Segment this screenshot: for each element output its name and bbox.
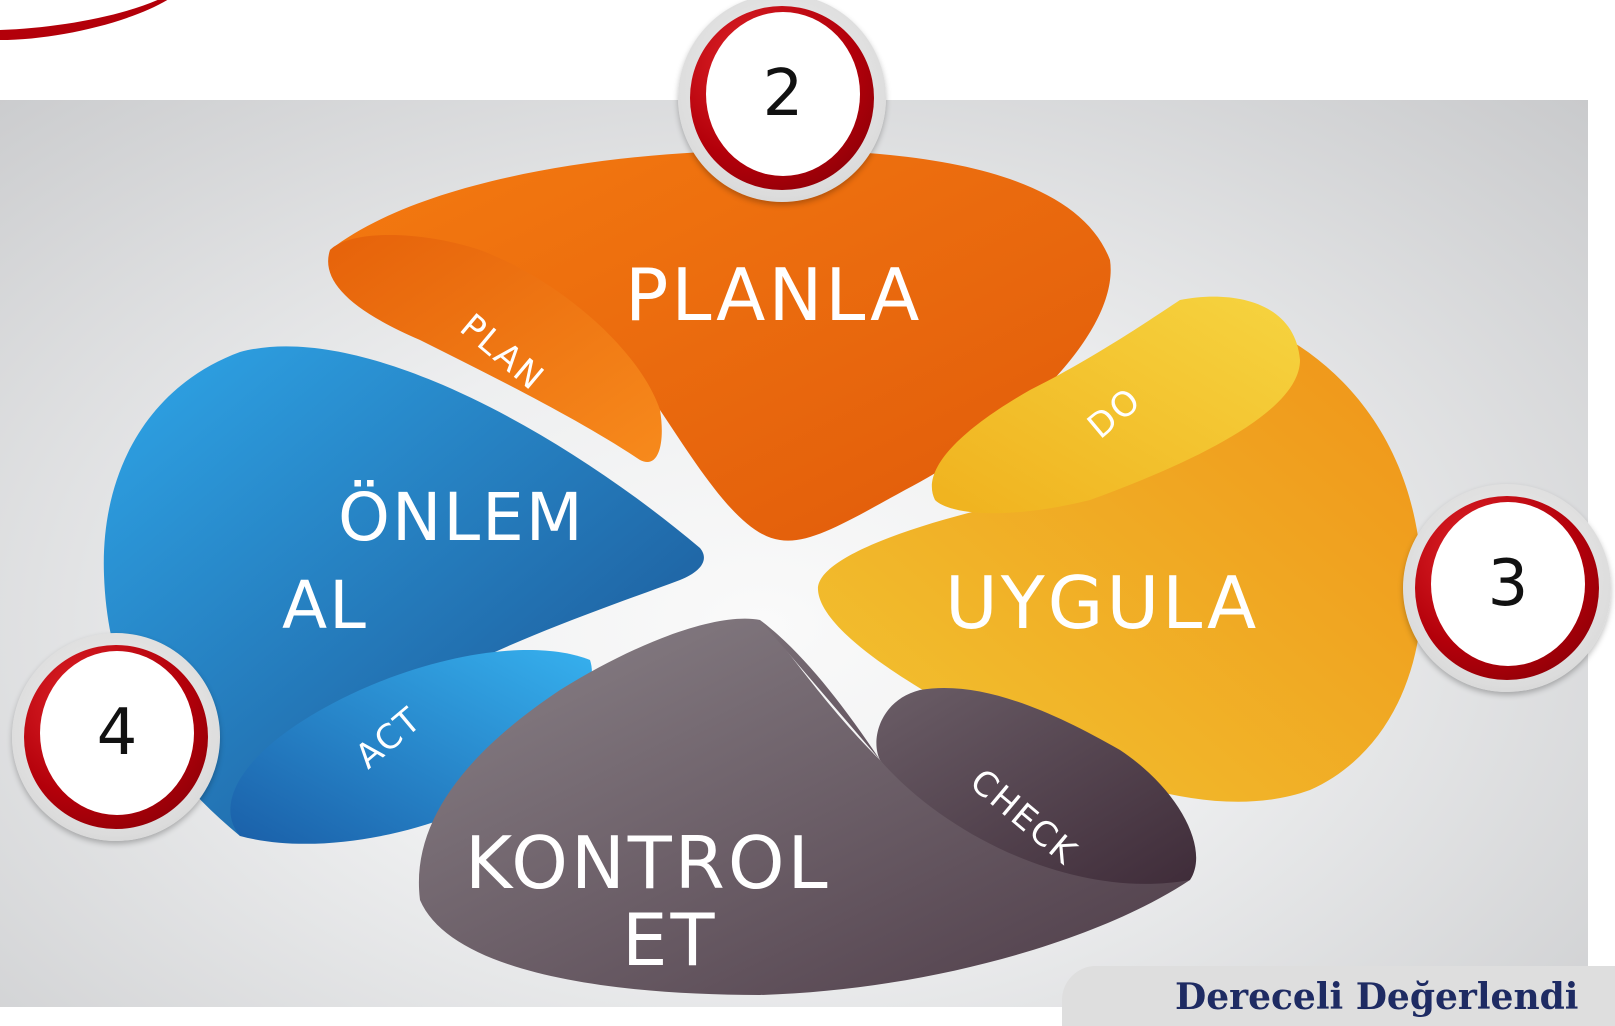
step-badge-2: 2 (678, 0, 886, 202)
plan-title: PLANLA (625, 253, 922, 337)
step-badge-4-number: 4 (96, 696, 138, 770)
petal-act: ÖNLEM AL ACT (103, 346, 704, 844)
check-title-line2: ET (622, 898, 717, 982)
petal-do: UYGULA DO (817, 296, 1423, 802)
step-badge-4: 4 (12, 633, 220, 841)
act-title-line1: ÖNLEM (338, 479, 585, 556)
act-title-line2: AL (282, 567, 368, 644)
check-title-line1: KONTROL (465, 821, 831, 905)
petal-check: KONTROL ET CHECK (418, 618, 1197, 995)
step-badge-3: 3 (1403, 484, 1611, 692)
step-badge-3-number: 3 (1487, 547, 1529, 621)
do-title: UYGULA (945, 561, 1259, 645)
step-badge-2-number: 2 (762, 57, 804, 131)
footer-title: Dereceli Değerlendi (1175, 976, 1579, 1018)
decorative-swoosh (0, 0, 168, 40)
